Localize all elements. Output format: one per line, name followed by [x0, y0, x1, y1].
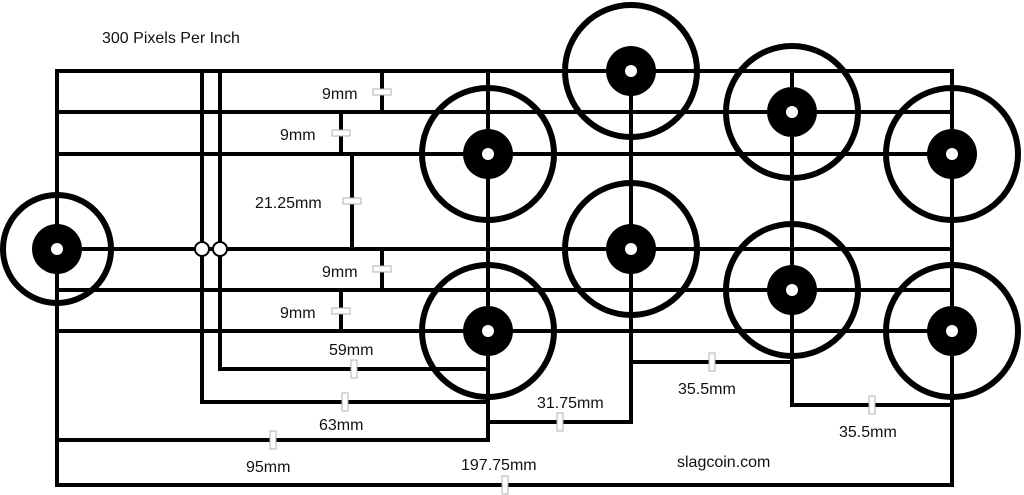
button-ring [562, 2, 700, 140]
mount-hole [625, 65, 637, 77]
joystick [0, 192, 114, 306]
dimension-tick [501, 475, 509, 495]
button-ring [723, 43, 861, 181]
button-4 [883, 85, 1021, 223]
mount-hole [946, 148, 958, 160]
button-ring [419, 85, 557, 223]
button-ring [883, 262, 1021, 400]
diagram-title: 300 Pixels Per Inch [102, 30, 240, 47]
mount-hole [482, 325, 494, 337]
dimension-label: 95mm [246, 459, 290, 476]
dimension-label: 9mm [322, 86, 358, 103]
credit-text: slagcoin.com [677, 454, 770, 471]
connector-node [194, 241, 210, 257]
dimension-tick [331, 129, 351, 137]
button-2 [562, 2, 700, 140]
button-ring [0, 192, 114, 306]
dimension-tick [556, 412, 564, 432]
controls [0, 2, 1021, 400]
mount-hole [786, 106, 798, 118]
dimension-tick [269, 430, 277, 450]
guide-lines [55, 69, 954, 487]
button-8 [883, 262, 1021, 400]
dimension-labels: 9mm 9mm 21.25mm 9mm 9mm 59mm 63mm 31.75mm 95mm 35… [246, 86, 897, 495]
button-ring [562, 180, 700, 318]
button-ring [723, 221, 861, 359]
button-1 [419, 85, 557, 223]
dimension-label: 9mm [280, 127, 316, 144]
mount-hole [482, 148, 494, 160]
dimension-label: 9mm [322, 264, 358, 281]
button-ring [419, 262, 557, 400]
mount-hole [51, 243, 63, 255]
dimension-tick [331, 307, 351, 315]
mount-hole [786, 284, 798, 296]
dimension-label: 35.5mm [678, 381, 736, 398]
dimension-tick [342, 197, 362, 205]
dimension-label: 31.75mm [537, 395, 604, 412]
dimension-tick [372, 88, 392, 96]
button-7 [723, 221, 861, 359]
dimension-tick [350, 359, 358, 379]
dimension-label: 63mm [319, 417, 363, 434]
dimension-label: 9mm [280, 305, 316, 322]
dimension-label: 21.25mm [255, 195, 322, 212]
button-3 [723, 43, 861, 181]
button-6 [562, 180, 700, 318]
connector-node [212, 241, 228, 257]
dimension-tick [708, 352, 716, 372]
button-ring [883, 85, 1021, 223]
button-5 [419, 262, 557, 400]
dimension-label: 59mm [329, 342, 373, 359]
mount-hole [946, 325, 958, 337]
dimension-label: 35.5mm [839, 424, 897, 441]
dimension-tick [341, 392, 349, 412]
dimension-tick [372, 265, 392, 273]
dimension-label: 197.75mm [461, 457, 537, 474]
mount-hole [625, 243, 637, 255]
dimension-tick [868, 395, 876, 415]
